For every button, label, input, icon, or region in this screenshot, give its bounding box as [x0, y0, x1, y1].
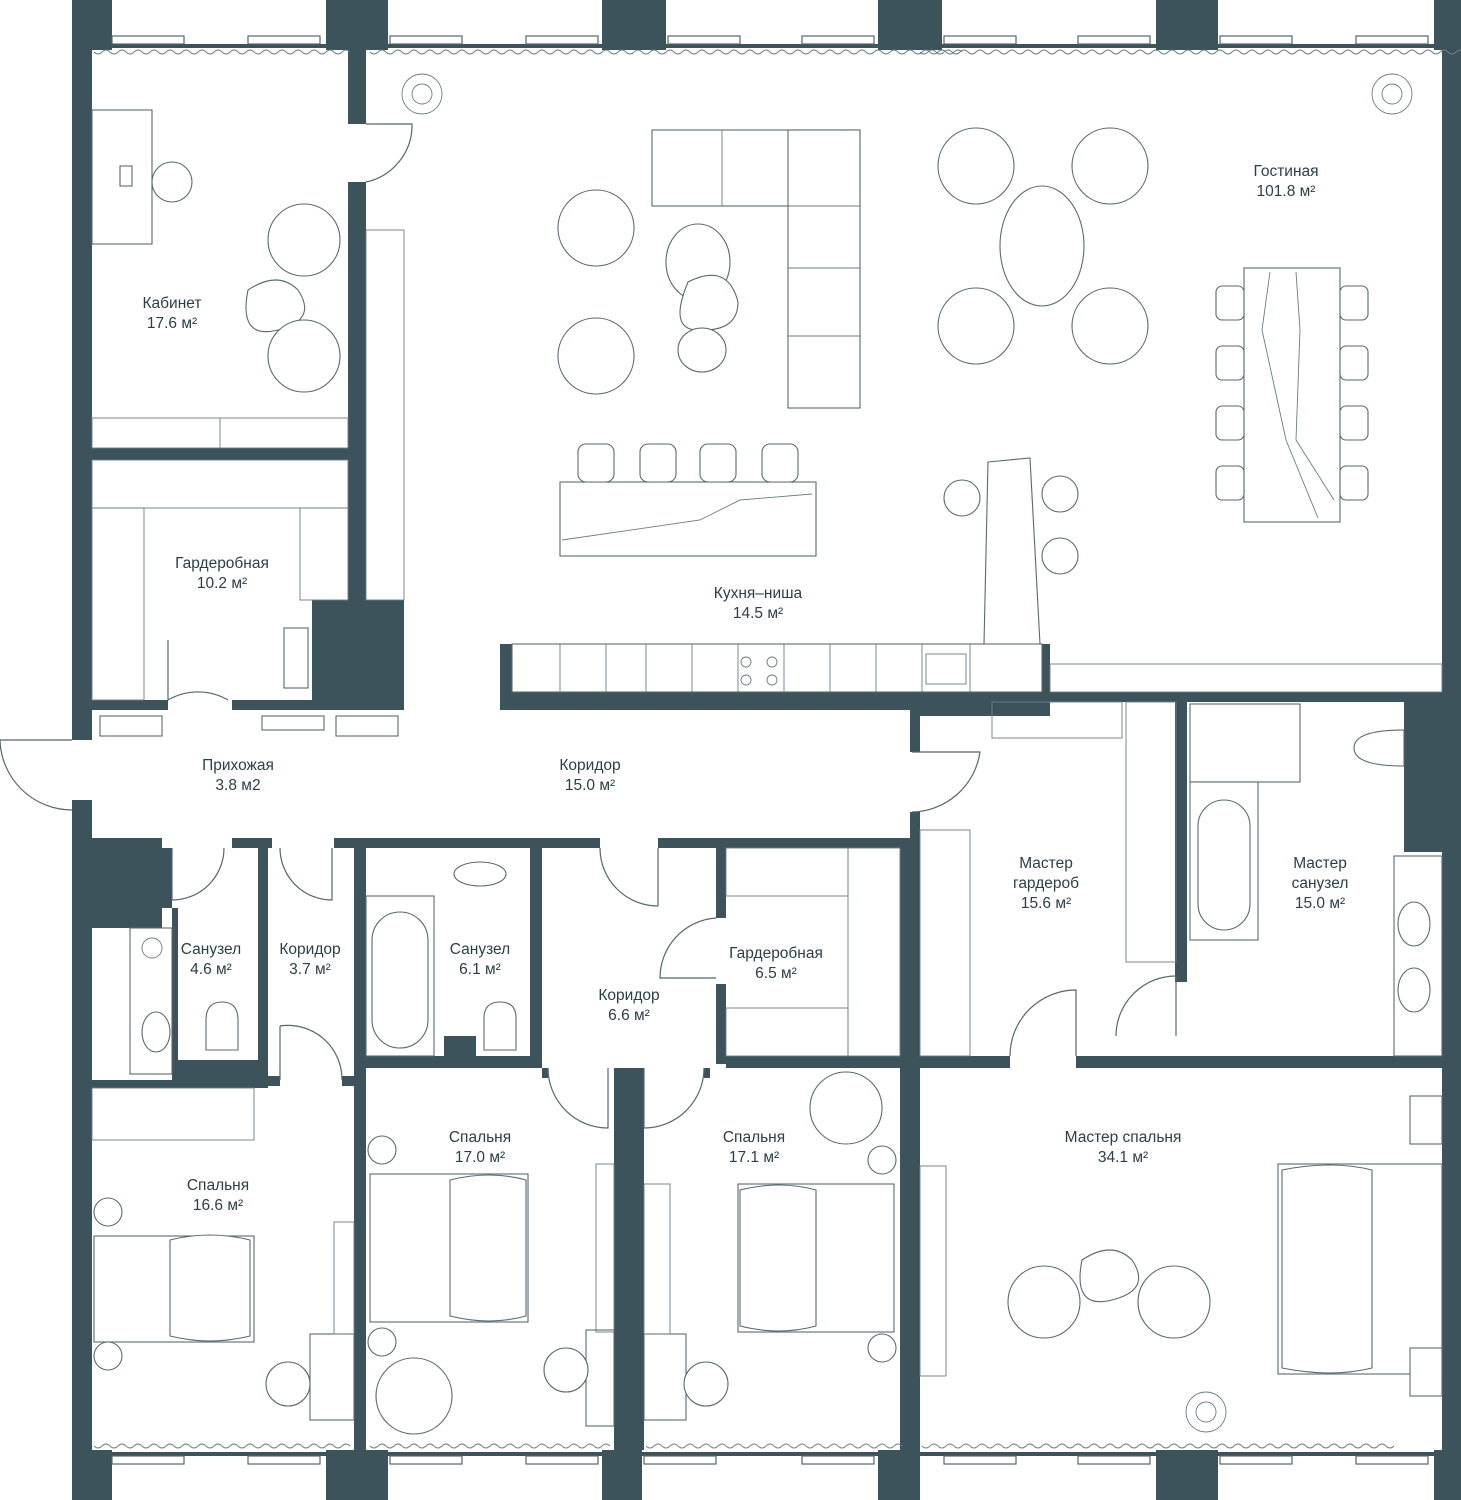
room-area: 17.0 м² [454, 1149, 506, 1166]
room-label-master-garderob: Мастер гардероб 15.6 м² [986, 854, 1106, 914]
room-name: Спальня [186, 1177, 250, 1194]
room-name: Мастер спальня [1064, 1129, 1182, 1146]
room-name: Санузел [180, 941, 242, 958]
room-label-spalnya-1: Спальня 17.0 м² [449, 1128, 511, 1168]
room-area: 15.6 м² [1020, 895, 1072, 912]
furniture [91, 73, 1443, 1435]
windows [93, 35, 1461, 1465]
room-area: 4.6 м² [190, 961, 232, 978]
room-label-garderobnaya-2: Гардеробная 6.5 м² [729, 944, 823, 984]
room-label-kuhnya-nisha: Кухня–ниша 14.5 м² [714, 584, 802, 624]
room-area: 6.6 м² [608, 1007, 650, 1024]
room-area: 15.0 м² [564, 777, 616, 794]
room-name: Коридор [559, 757, 621, 774]
room-area: 17.6 м² [146, 315, 198, 332]
room-area: 34.1 м² [1097, 1149, 1149, 1166]
room-area: 16.6 м² [192, 1197, 244, 1214]
room-name: Прихожая [202, 757, 274, 774]
room-area: 14.5 м² [732, 605, 784, 622]
room-area: 15.0 м² [1294, 895, 1346, 912]
room-name: Коридор [598, 987, 660, 1004]
room-name: Коридор [279, 941, 341, 958]
room-area: 6.5 м² [755, 965, 797, 982]
room-area: 6.1 м² [459, 961, 501, 978]
room-label-master-spalnya: Мастер спальня 34.1 м² [1065, 1128, 1182, 1168]
room-name: Санузел [449, 941, 511, 958]
room-label-spalnya-3: Спальня 16.6 м² [187, 1176, 249, 1216]
room-name: Мастер санузел [1291, 855, 1349, 892]
room-label-koridor-1: Коридор 15.0 м² [559, 756, 620, 796]
room-label-spalnya-2: Спальня 17.1 м² [723, 1128, 785, 1168]
room-label-garderobnaya-1: Гардеробная 10.2 м² [175, 554, 269, 594]
room-name: Гардеробная [729, 945, 823, 962]
room-name: Гардеробная [175, 555, 269, 572]
room-label-master-sanuzel: Мастер санузел 15.0 м² [1265, 854, 1375, 914]
walls [72, 0, 1461, 1500]
room-label-kabinet: Кабинет 17.6 м² [143, 294, 202, 334]
room-name: Гостиная [1253, 163, 1319, 180]
room-label-koridor-3: Коридор 6.6 м² [598, 986, 659, 1026]
room-area: 3.8 м2 [215, 777, 261, 794]
room-name: Кухня–ниша [713, 585, 803, 602]
room-area: 3.7 м² [289, 961, 331, 978]
room-label-sanuzel-1: Санузел 4.6 м² [181, 940, 241, 980]
room-name: Кабинет [142, 295, 202, 312]
room-name: Мастер гардероб [1013, 855, 1079, 892]
room-area: 17.1 м² [728, 1149, 780, 1166]
doors [0, 123, 1177, 1129]
room-label-sanuzel-2: Санузел 6.1 м² [450, 940, 510, 980]
room-area: 10.2 м² [196, 575, 248, 592]
room-area: 101.8 м² [1256, 183, 1316, 200]
room-label-gostinaya: Гостиная 101.8 м² [1253, 162, 1318, 202]
room-label-koridor-2: Коридор 3.7 м² [279, 940, 340, 980]
room-label-prihozhaya: Прихожая 3.8 м2 [202, 756, 274, 796]
room-name: Спальня [448, 1129, 512, 1146]
room-name: Спальня [722, 1129, 786, 1146]
